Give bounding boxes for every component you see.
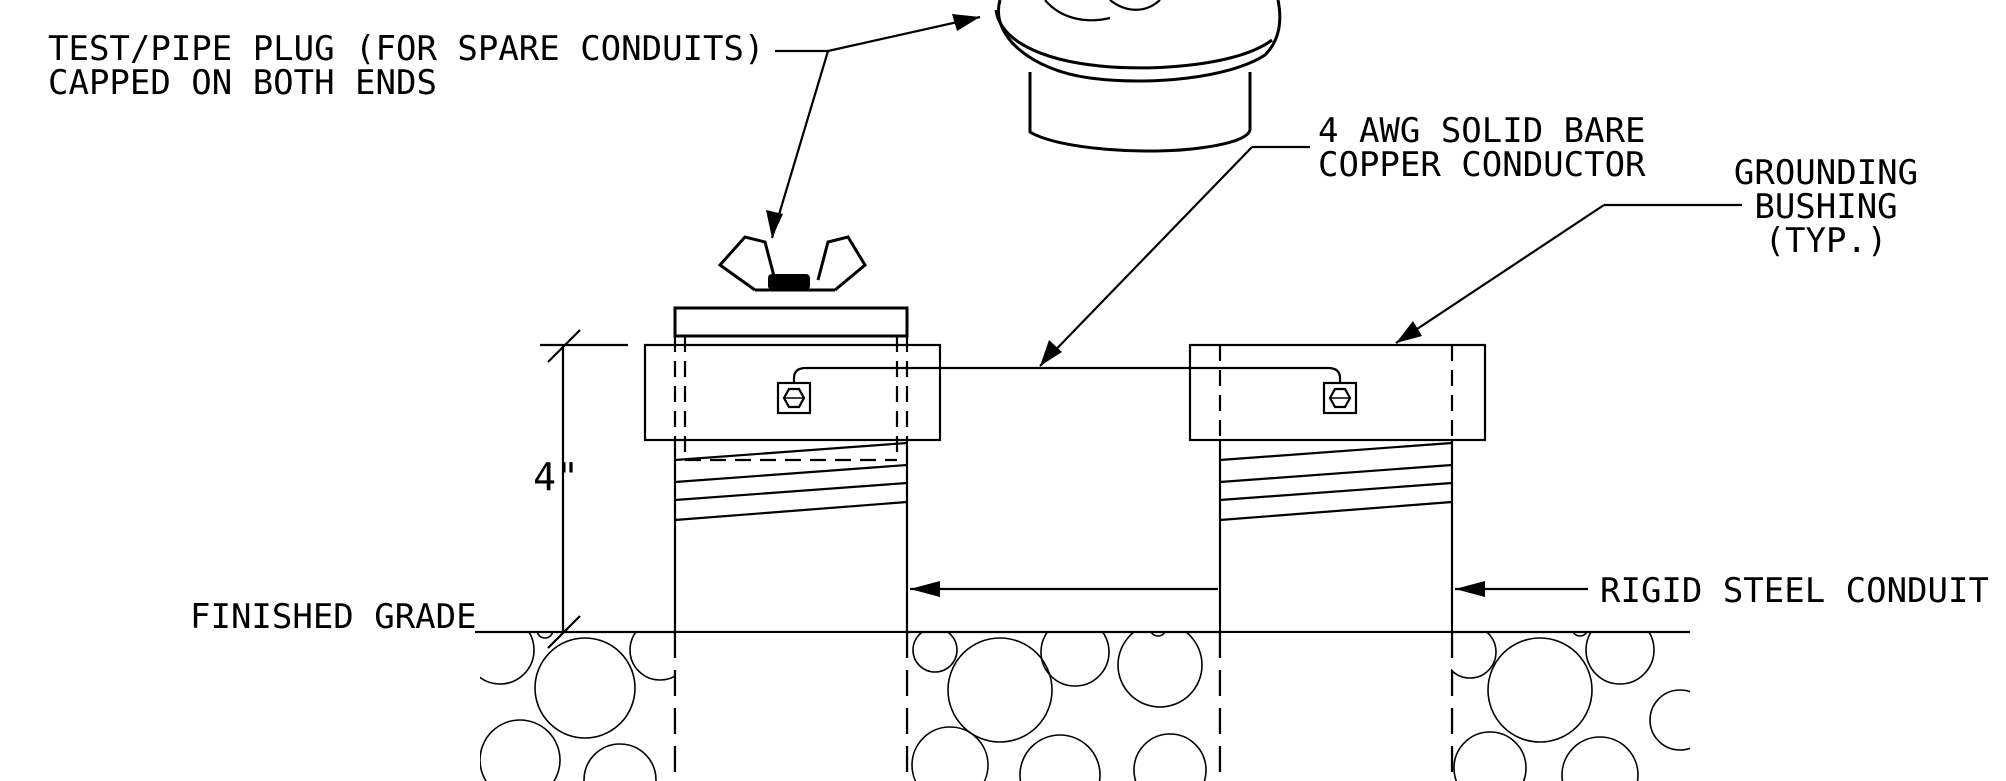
rigid-conduit-right xyxy=(1188,343,1487,781)
dimension-label: 4" xyxy=(533,455,579,499)
copper-conductor-wire xyxy=(792,366,1342,383)
bushing-label-line1: GROUNDING xyxy=(1734,153,1918,193)
conductor-label-line2: COPPER CONDUCTOR xyxy=(1318,145,1646,185)
left-grounding-bushing xyxy=(643,343,942,442)
left-ground-lug xyxy=(776,381,812,415)
test-plug-callout: TEST/PIPE PLUG (FOR SPARE CONDUITS) CAPP… xyxy=(48,14,981,239)
height-dimension: 4" xyxy=(533,329,628,649)
right-ground-lug xyxy=(1322,381,1358,415)
wing-nut-plug xyxy=(673,235,909,338)
conductor-callout: 4 AWG SOLID BARE COPPER CONDUCTOR xyxy=(1039,111,1646,367)
gravel-fill xyxy=(480,632,1690,781)
right-grounding-bushing xyxy=(1188,343,1487,442)
grade-callout: FINISHED GRADE xyxy=(190,597,480,637)
conductor-label-line1: 4 AWG SOLID BARE xyxy=(1318,111,1646,151)
conduit-label: RIGID STEEL CONDUIT xyxy=(1600,571,1989,611)
test-plug-label-line2: CAPPED ON BOTH ENDS xyxy=(48,63,437,103)
bushing-label-line2: BUSHING xyxy=(1754,187,1897,227)
spare-conduit xyxy=(643,235,942,781)
conduit-callout: RIGID STEEL CONDUIT xyxy=(910,571,1989,611)
test-plug-label-line1: TEST/PIPE PLUG (FOR SPARE CONDUITS) xyxy=(48,29,764,69)
grade-label: FINISHED GRADE xyxy=(190,597,477,637)
bushing-label-line3: (TYP.) xyxy=(1765,221,1888,261)
bushing-callout: GROUNDING BUSHING (TYP.) xyxy=(1395,153,1918,344)
test-plug-enlarged-view xyxy=(994,0,1282,153)
